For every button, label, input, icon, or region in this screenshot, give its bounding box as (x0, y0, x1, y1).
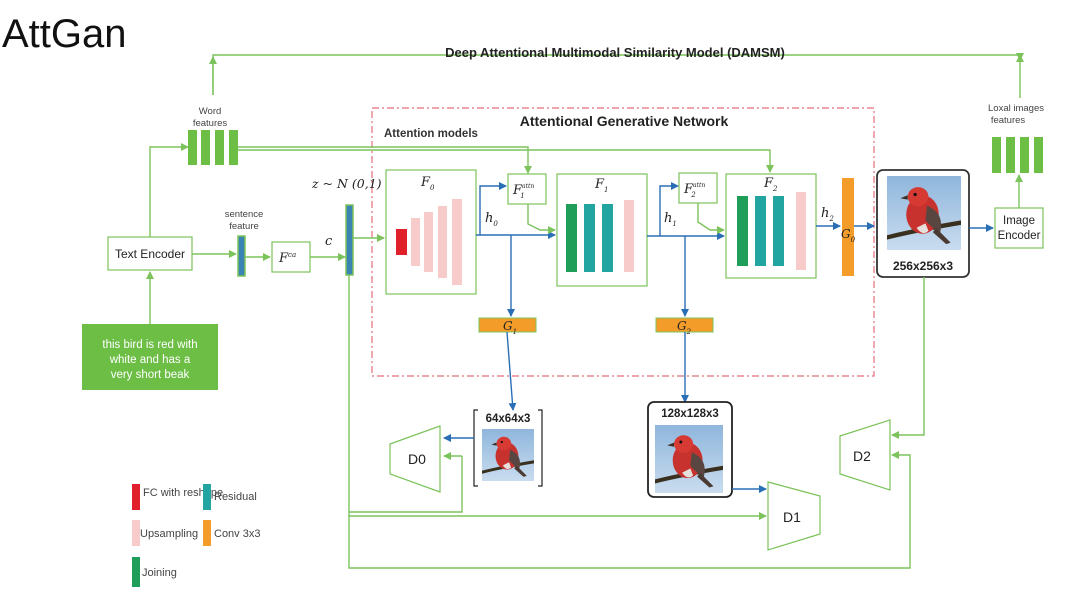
sentence-feature-label-1: sentence (225, 209, 264, 220)
fca-box[interactable] (271, 241, 311, 273)
legend-swatch-conv (203, 520, 211, 546)
output-64-frame (473, 409, 543, 487)
legend: FC with reshape Residual Upsampling Conv… (132, 484, 260, 587)
h2-label: h2 (821, 206, 834, 223)
legend-label-fc: FC with reshape (143, 487, 223, 499)
f0-layers (396, 199, 462, 285)
f0-label: F0 (420, 175, 435, 192)
output-256-label: 256x256x3 (893, 259, 953, 273)
input-text-line-3: very short beak (111, 369, 190, 381)
page-title: AttGan (2, 12, 127, 56)
legend-label-upsampling: Upsampling (140, 528, 198, 540)
f2-attn-box[interactable] (678, 172, 718, 204)
agn-label: Attentional Generative Network (520, 113, 729, 129)
c-vector-bar (345, 204, 354, 276)
damsm-connector (209, 53, 1024, 98)
legend-label-residual: Residual (214, 491, 257, 503)
input-text-box[interactable] (82, 324, 218, 390)
d1-discriminator[interactable] (767, 481, 821, 551)
sentence-feature-bar (237, 235, 246, 277)
image-encoder-label-1: Image (1003, 215, 1035, 227)
output-64-image (482, 429, 534, 481)
d0-discriminator[interactable] (389, 425, 441, 493)
image-encoder-label-2: Encoder (998, 230, 1041, 242)
text-encoder-box[interactable] (107, 236, 193, 271)
word-features-block (188, 130, 238, 165)
output-128-image (655, 425, 723, 493)
output-64-label: 64x64x3 (486, 413, 531, 425)
d1-label: D1 (783, 509, 801, 525)
fca-label: Fca (278, 251, 296, 266)
local-image-features-label-1: Loxal images (988, 103, 1044, 114)
f1-layers (566, 200, 634, 272)
image-encoder-box[interactable] (994, 207, 1044, 249)
g0-label: G0 (841, 227, 856, 244)
text-encoder-label: Text Encoder (115, 247, 185, 261)
g2-label: G2 (677, 319, 692, 336)
legend-label-conv: Conv 3x3 (214, 528, 260, 540)
legend-label-joining: Joining (142, 567, 177, 579)
local-image-features-block (992, 137, 1043, 173)
legend-swatch-upsampling (132, 520, 140, 546)
legend-swatch-fc (132, 484, 140, 510)
d2-label: D2 (853, 448, 871, 464)
d2-discriminator[interactable] (839, 419, 891, 491)
output-128-label: 128x128x3 (661, 408, 719, 420)
output-256-image (887, 176, 961, 250)
agn-boundary (371, 107, 875, 377)
f2-layers (737, 192, 806, 270)
input-text-line-1: this bird is red with (102, 339, 197, 351)
input-text-line-2: white and has a (109, 354, 191, 366)
word-features-label-2: features (193, 118, 228, 129)
f2-label: F2 (763, 176, 778, 193)
damsm-label: Deep Attentional Multimodal Similarity M… (445, 45, 785, 60)
attention-models-label: Attention models (384, 128, 478, 140)
c-label: c (325, 234, 333, 249)
local-image-features-label-2: features (991, 115, 1026, 126)
h1-label: h1 (664, 211, 677, 228)
word-features-label-1: Word (199, 106, 222, 117)
f1-label: F1 (594, 177, 609, 194)
d0-label: D0 (408, 451, 426, 467)
g0-block (842, 178, 854, 276)
sentence-feature-label-2: feature (229, 221, 259, 232)
g1-label: G1 (503, 319, 517, 336)
f1-attn-box[interactable] (507, 173, 547, 205)
legend-swatch-residual (203, 484, 211, 510)
h0-label: h0 (485, 211, 498, 228)
legend-swatch-joining (132, 557, 140, 587)
z-label: z ~ N (0,1) (311, 176, 382, 191)
